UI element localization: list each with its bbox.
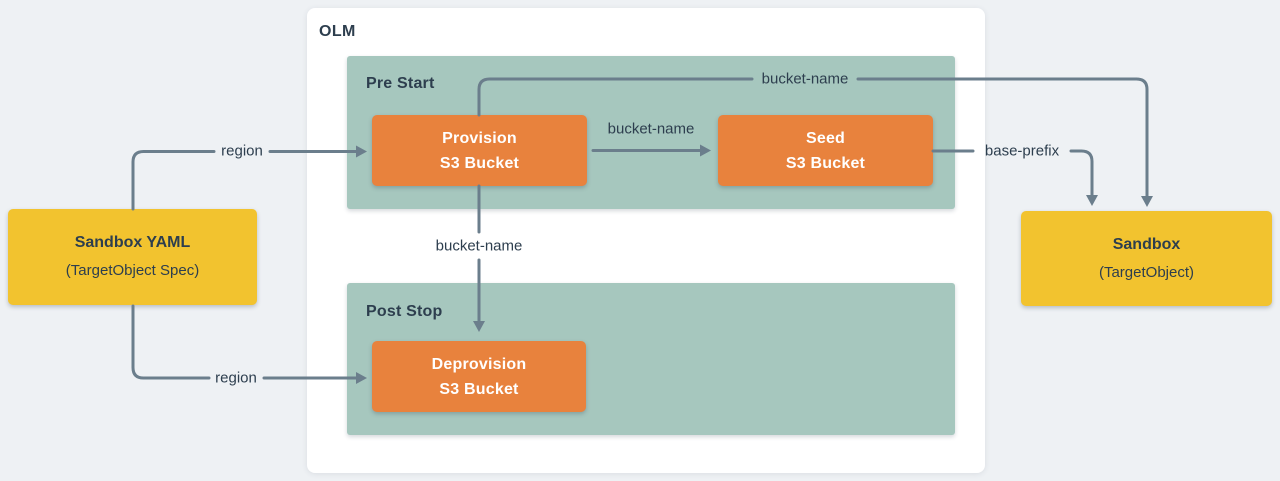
node-deprovision-line1: Deprovision bbox=[431, 355, 527, 373]
node-sandbox: Sandbox (TargetObject) bbox=[1021, 211, 1272, 306]
edge-label-bucket-name-to-deprovision: bucket-name bbox=[435, 237, 523, 255]
node-provision-line2: S3 Bucket bbox=[439, 154, 520, 172]
node-sandbox-yaml-title: Sandbox YAML bbox=[74, 234, 191, 251]
edge-label-bucket-name-to-sandbox: bucket-name bbox=[761, 70, 849, 88]
arrowhead-base-prefix-to-sandbox bbox=[1086, 195, 1098, 206]
node-provision-s3-bucket: Provision S3 Bucket bbox=[372, 115, 587, 186]
arrowhead-bucket-name-to-sandbox bbox=[1141, 196, 1153, 207]
node-deprovision-line2: S3 Bucket bbox=[439, 380, 519, 398]
edge-label-region-to-provision: region bbox=[221, 142, 263, 160]
node-seed-line2: S3 Bucket bbox=[785, 154, 866, 172]
group-post-stop-label: Post Stop bbox=[366, 303, 443, 320]
edge-label-region-to-deprovision: region bbox=[215, 369, 257, 387]
node-seed-s3-bucket: Seed S3 Bucket bbox=[718, 115, 933, 186]
edge-label-base-prefix-to-sandbox: base-prefix bbox=[984, 142, 1060, 160]
edge-region-to-provision-a bbox=[131, 150, 216, 211]
node-provision-line1: Provision bbox=[442, 129, 517, 147]
edge-region-to-deprovision-a bbox=[131, 304, 211, 380]
edge-label-bucket-name-to-seed: bucket-name bbox=[607, 120, 695, 138]
edge-base-prefix-to-sandbox-b bbox=[1069, 149, 1094, 197]
group-pre-start-label: Pre Start bbox=[366, 75, 435, 92]
node-sandbox-yaml: Sandbox YAML (TargetObject Spec) bbox=[8, 209, 257, 305]
node-sandbox-title: Sandbox bbox=[1112, 235, 1181, 253]
node-deprovision-s3-bucket: Deprovision S3 Bucket bbox=[372, 341, 586, 412]
node-sandbox-subtitle: (TargetObject) bbox=[1098, 263, 1195, 281]
node-seed-line1: Seed bbox=[805, 129, 846, 147]
node-sandbox-yaml-subtitle: (TargetObject Spec) bbox=[65, 262, 200, 279]
olm-panel-title: OLM bbox=[319, 23, 356, 40]
